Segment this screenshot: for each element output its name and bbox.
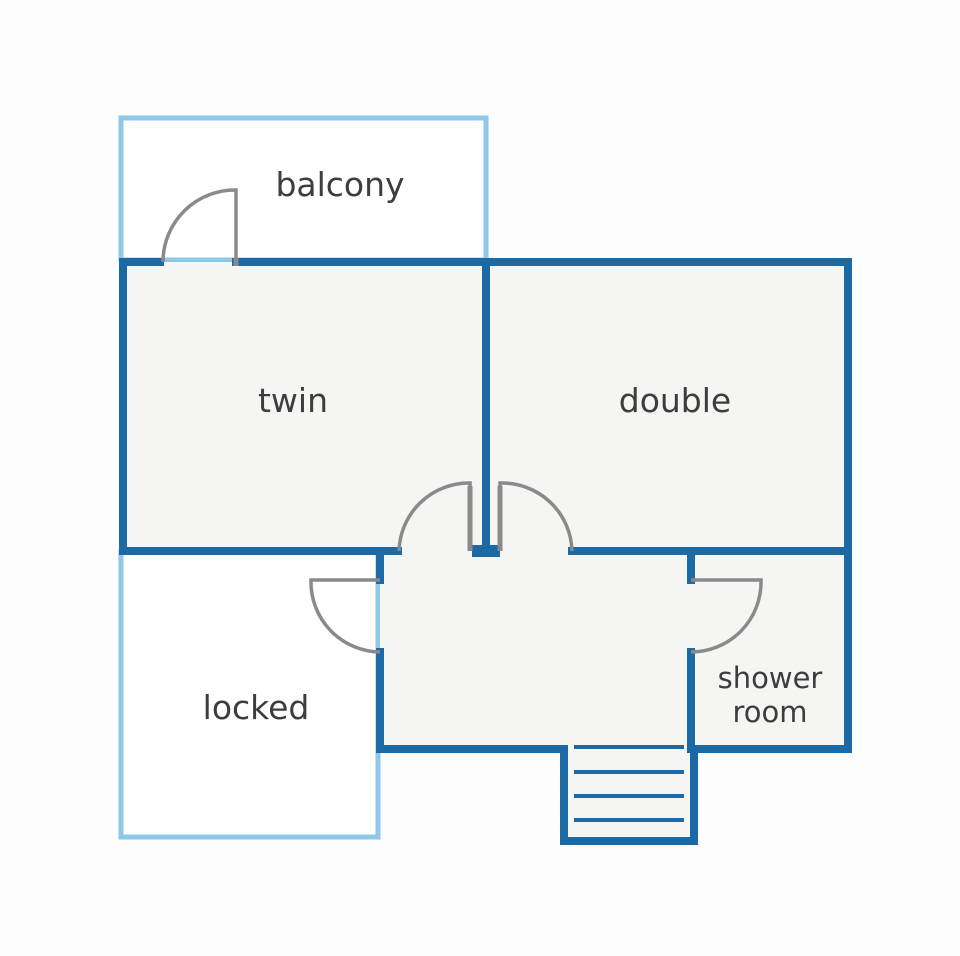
twin-label: twin [258,381,328,420]
locked-room [118,549,381,840]
double-door [498,481,574,552]
stair-steps [574,745,684,822]
locked-label: locked [203,688,310,727]
wall-junction [472,545,500,557]
double-label: double [619,381,731,420]
doors [161,188,763,654]
walls [119,258,852,845]
twin-room [123,262,486,551]
balcony-door [161,188,238,263]
hallway [380,551,691,749]
twin-door [397,481,472,552]
shower-label-line1: shower [718,661,823,695]
shower-room [691,551,848,749]
shower-door [690,578,763,654]
double-room [486,262,848,551]
shower-label-line2: room [732,695,807,729]
locked-door [309,578,381,654]
door-jambs [233,258,503,551]
balcony-area [118,115,489,263]
balcony-label: balcony [275,165,404,204]
